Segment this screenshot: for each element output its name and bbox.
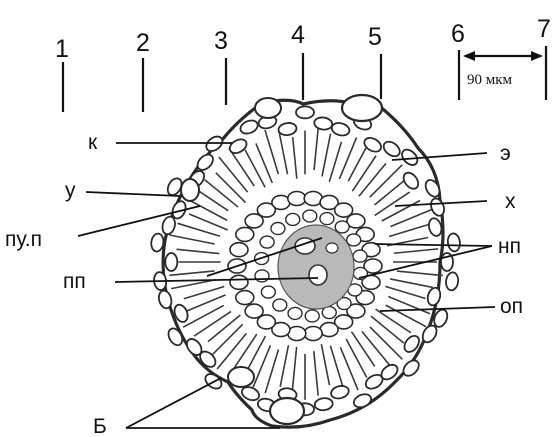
epidermis-cell (165, 253, 177, 271)
bulge-cell-1 (228, 367, 254, 387)
bulge-cell-5 (181, 179, 199, 201)
label-b: Б (93, 415, 107, 437)
label-pp: пп (63, 270, 86, 293)
scale-bar: 90 мкм (463, 51, 543, 88)
stele-inner-cell (260, 236, 274, 248)
stele-inner-cell (261, 286, 275, 298)
label-np: нп (498, 235, 521, 258)
stele-cell (236, 291, 254, 305)
stele-inner-cell (335, 221, 349, 233)
root-cross-section (150, 95, 461, 427)
section-number-3: 3 (214, 27, 228, 55)
stele-inner-cell (303, 210, 317, 222)
section-number-7: 7 (537, 15, 551, 43)
stele-inner-cell (286, 213, 300, 225)
stele-cell (288, 191, 306, 205)
stele-inner-cell (271, 222, 285, 234)
section-number-5: 5 (368, 23, 382, 51)
scale-arrow-right-head (531, 51, 543, 61)
bulge-cell-3 (342, 95, 382, 121)
stele-inner-cell (305, 310, 319, 322)
stele-inner-cell (347, 234, 361, 246)
label-e: э (500, 142, 511, 165)
leader-b-1 (126, 378, 221, 428)
stele-inner-cell (353, 250, 367, 262)
epidermis-cell (447, 233, 461, 252)
label-pu-p: пу.п (5, 228, 42, 251)
stele-inner-cell (288, 307, 302, 319)
label-u: у (65, 179, 76, 202)
scale-label: 90 мкм (467, 72, 513, 88)
stele-cell (236, 227, 254, 241)
leader-u (86, 192, 180, 196)
stele-inner-cell (273, 299, 287, 311)
section-number-2: 2 (136, 29, 150, 57)
section-number-4: 4 (291, 21, 305, 49)
stele-inner-cell (320, 213, 334, 225)
label-x: х (505, 190, 516, 213)
pith-cell-3 (326, 243, 338, 253)
stele-cell (230, 243, 248, 257)
bulge-cell-2 (270, 398, 304, 424)
label-op: оп (500, 295, 523, 318)
label-k: к (88, 131, 98, 154)
stele-cell (245, 304, 263, 318)
stele-cell (230, 275, 248, 289)
stele-cell (304, 327, 322, 341)
section-number-1: 1 (55, 35, 69, 63)
scale-arrow-left-head (463, 51, 475, 61)
section-number-6: 6 (451, 20, 465, 48)
bulge-cell-4 (255, 98, 281, 118)
epidermis-cell (445, 272, 459, 291)
pith-cell-2 (309, 265, 327, 285)
epidermis-cell (296, 106, 314, 118)
